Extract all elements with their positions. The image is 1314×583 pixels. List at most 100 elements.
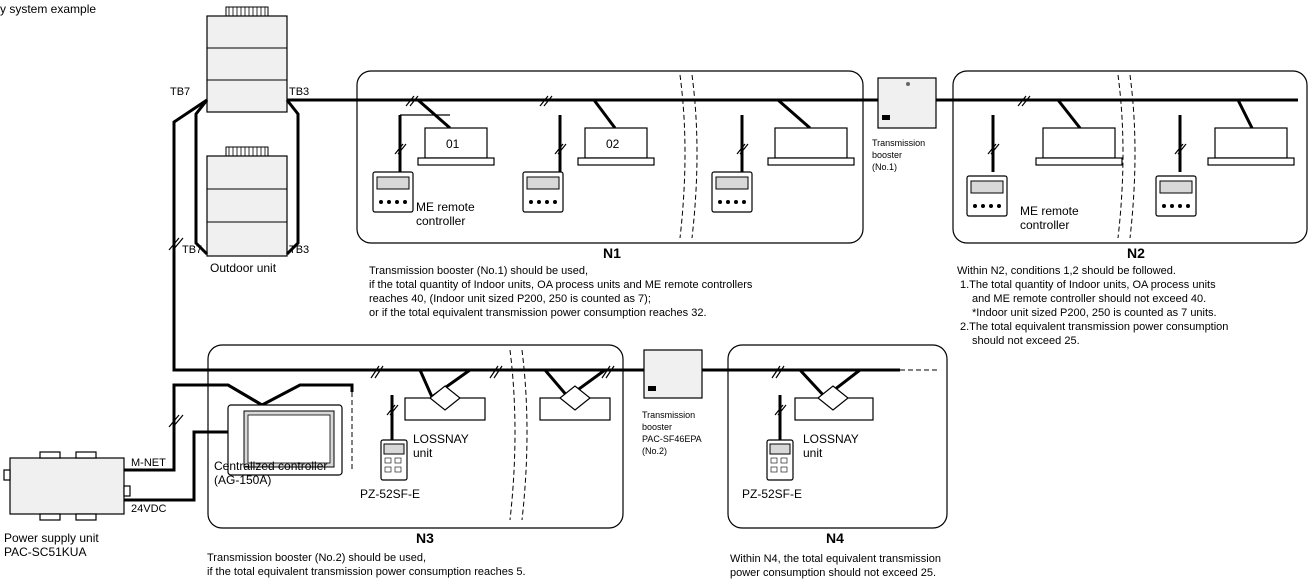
me-remote-n2-2: [1155, 175, 1197, 217]
me-remote-label-n1b: controller: [416, 214, 465, 228]
group-n1: [356, 70, 864, 244]
me-remote-n1-2: [522, 171, 564, 213]
indoor-unit-n2-2-panel: [1207, 157, 1295, 166]
group-n3-label: N3: [416, 530, 434, 546]
group-n4: [727, 344, 948, 529]
cc-label-a: Centralized controller: [214, 459, 327, 473]
n2-cut-marks: [1117, 74, 1136, 239]
n1-cut-marks: [679, 74, 698, 239]
me-remote-n1-3: [711, 171, 753, 213]
lossnay-unit-n4: [794, 385, 874, 421]
me-remote-label-n2b: controller: [1020, 218, 1069, 232]
n2-note-line-1: Within N2, conditions 1,2 should be foll…: [957, 265, 1176, 277]
indoor-unit-01-panel: [417, 157, 495, 166]
lossnay-unit-2: [539, 385, 611, 421]
n1-note: Transmission booster (No.1) should be us…: [369, 265, 753, 319]
booster1-label-b: booster: [872, 150, 902, 160]
outdoor-to-n3-line: [172, 98, 355, 372]
outdoor-unit-top: [206, 6, 288, 113]
n3-cut-marks: [509, 349, 528, 521]
n3-lossnay1-branch: [390, 368, 471, 400]
power-supply-unit: [3, 451, 131, 521]
psu-label-a: Power supply unit: [4, 531, 99, 545]
n2-note-line-6: should not exceed 25.: [972, 335, 1080, 347]
n3-cc-branch: [227, 383, 354, 407]
group-n2: [952, 70, 1308, 244]
n1-unit02-branch: [555, 98, 617, 129]
me-remote-n1-1: [372, 171, 414, 213]
n1-note-line-1: Transmission booster (No.1) should be us…: [369, 265, 588, 277]
n2-tick-marks: [987, 95, 1187, 155]
n3-tick-marks: [168, 237, 184, 428]
booster1-label-a: Transmission: [872, 138, 925, 148]
indoor-unit-n2-2: [1214, 127, 1288, 159]
group-n2-label: N2: [1127, 245, 1145, 261]
n2-note-line-4: *Indoor unit sized P200, 250 is counted …: [972, 307, 1217, 319]
booster2-label-a: Transmission: [642, 410, 695, 420]
psu-label-b: PAC-SC51KUA: [4, 545, 86, 559]
pz-remote-n3: [380, 439, 408, 481]
n1-unit01-branch: [380, 98, 451, 130]
tb7-top-label: TB7: [170, 86, 190, 98]
indoor-unit-n2-1-panel: [1035, 157, 1123, 166]
lossnay1-label-a: LOSSNAY: [413, 432, 469, 446]
me-remote-label-n2: ME remote: [1020, 204, 1079, 218]
n1-tick-marks: [394, 95, 749, 155]
n4-note-line-1: Within N4, the total equivalent transmis…: [730, 553, 941, 565]
pz-remote-n4: [766, 439, 794, 481]
booster2-label-d: (No.2): [642, 446, 667, 456]
group-n3: [207, 344, 624, 529]
vdc-line: [124, 430, 228, 502]
n1-unit3-branch: [740, 98, 811, 130]
n2-unit2-branch: [1200, 98, 1254, 129]
n3-note: Transmission booster (No.2) should be us…: [207, 552, 526, 578]
lossnay-n4-label-b: unit: [803, 446, 823, 460]
n2-note-line-2: 1.The total quantity of Indoor units, OA…: [960, 279, 1216, 291]
pz-label-n3: PZ-52SF-E: [360, 487, 420, 501]
outdoor-link-left: [194, 99, 209, 256]
mnet-label: M-NET: [131, 457, 166, 469]
n1-note-line-4: or if the total equivalent transmission …: [369, 307, 707, 319]
n1-note-line-3: reaches 40, (Indoor unit sized P200, 250…: [369, 293, 651, 305]
n4-note-line-2: power consumption should not exceed 25.: [730, 567, 936, 579]
n3-wire-ticks: [370, 365, 615, 416]
n3-note-line-1: Transmission booster (No.2) should be us…: [207, 552, 426, 564]
n4-lossnay-branch: [790, 368, 861, 400]
indoor-unit-n2-1: [1042, 127, 1116, 159]
n2-note-line-3: and ME remote controller should not exce…: [972, 293, 1206, 305]
outdoor-unit-label: Outdoor unit: [210, 261, 277, 275]
indoor-unit-02-panel: [577, 157, 655, 166]
tb3-top-label: TB3: [289, 86, 309, 98]
lossnay-unit-1: [404, 385, 486, 421]
group-n1-label: N1: [603, 245, 621, 261]
outdoor-unit-bottom: [206, 146, 288, 257]
outdoor-link-right: [285, 99, 300, 256]
lossnay1-label-b: unit: [413, 446, 433, 460]
group-n4-label: N4: [826, 530, 844, 546]
n2-note: Within N2, conditions 1,2 should be foll…: [957, 265, 1228, 347]
n3-note-line-2: if the total equivalent transmission pow…: [207, 566, 526, 578]
n2-unit1-branch: [1020, 98, 1082, 129]
n2-note-line-5: 2.The total equivalent transmission powe…: [960, 321, 1228, 333]
booster1-label-c: (No.1): [872, 162, 897, 172]
cc-label-b: (AG-150A): [214, 473, 271, 487]
tb7-bottom-label: TB7: [182, 244, 202, 256]
transmission-booster-1: [877, 77, 937, 129]
me-remote-label-n1: ME remote: [416, 200, 475, 214]
booster2-label-b: booster: [642, 422, 672, 432]
indoor-unit-01-label: 01: [446, 137, 460, 151]
n4-note: Within N4, the total equivalent transmis…: [730, 553, 941, 579]
indoor-unit-n1-3-panel: [767, 157, 855, 166]
tb3-bottom-label: TB3: [289, 244, 309, 256]
n1-note-line-2: if the total quantity of Indoor units, O…: [369, 279, 753, 291]
centralized-controller: [227, 404, 343, 476]
indoor-unit-n1-3: [774, 127, 848, 159]
vdc-label: 24VDC: [131, 503, 167, 515]
pz-label-n4: PZ-52SF-E: [742, 487, 802, 501]
lossnay-n4-label-a: LOSSNAY: [803, 432, 859, 446]
booster2-label-c: PAC-SF46EPA: [642, 434, 702, 444]
indoor-unit-02-label: 02: [606, 137, 620, 151]
n4-wire-ticks: [771, 365, 787, 416]
header-partial: y system example: [0, 2, 96, 16]
